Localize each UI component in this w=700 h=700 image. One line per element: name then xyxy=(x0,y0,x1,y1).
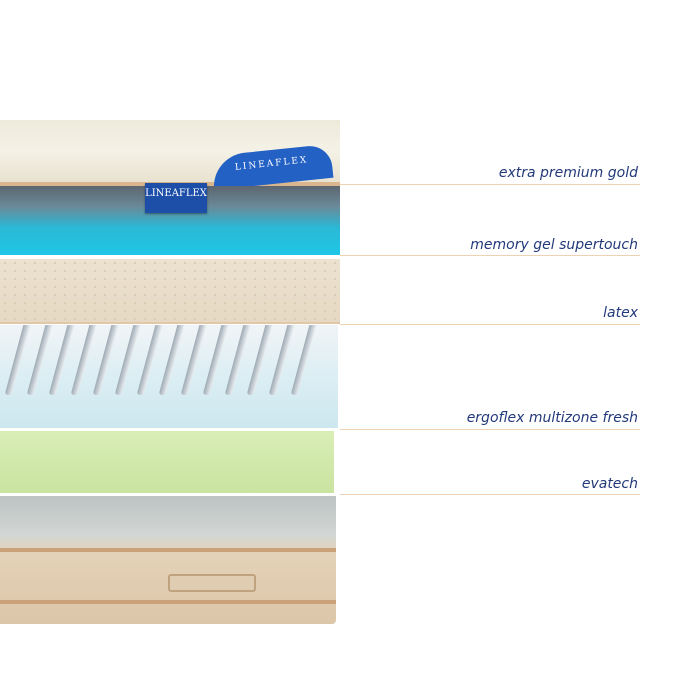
leader-line xyxy=(340,494,640,495)
ergoflex-slot xyxy=(158,325,185,395)
ergoflex-slot xyxy=(224,325,251,395)
ergoflex-slot xyxy=(48,325,75,395)
layer-label: extra premium gold xyxy=(498,165,638,181)
layer-label: evatech xyxy=(581,476,638,492)
base-handle xyxy=(168,574,256,592)
layer-latex xyxy=(0,259,340,324)
base-band xyxy=(0,548,336,552)
layer-ergoflex xyxy=(0,325,338,428)
leader-line xyxy=(340,255,640,256)
ergoflex-slot xyxy=(70,325,97,395)
leader-line xyxy=(340,184,640,185)
leader-line xyxy=(340,324,640,325)
ergoflex-slot xyxy=(4,325,31,395)
ergoflex-slot xyxy=(180,325,207,395)
base-band xyxy=(0,600,336,604)
layer-label: ergoflex multizone fresh xyxy=(466,410,638,426)
ergoflex-slot xyxy=(246,325,273,395)
mattress-base xyxy=(0,496,336,624)
layer-label: latex xyxy=(603,305,638,321)
layer-label: memory gel supertouch xyxy=(470,237,638,253)
ergoflex-slot xyxy=(114,325,141,395)
layer-evatech xyxy=(0,431,334,493)
brand-logo: LINEAFLEX xyxy=(145,183,207,213)
ergoflex-slot xyxy=(290,325,317,395)
ergoflex-slot xyxy=(26,325,53,395)
ergoflex-slot xyxy=(136,325,163,395)
ergoflex-slot xyxy=(202,325,229,395)
ergoflex-slot xyxy=(268,325,295,395)
ergoflex-slot xyxy=(92,325,119,395)
leader-line xyxy=(340,429,640,430)
